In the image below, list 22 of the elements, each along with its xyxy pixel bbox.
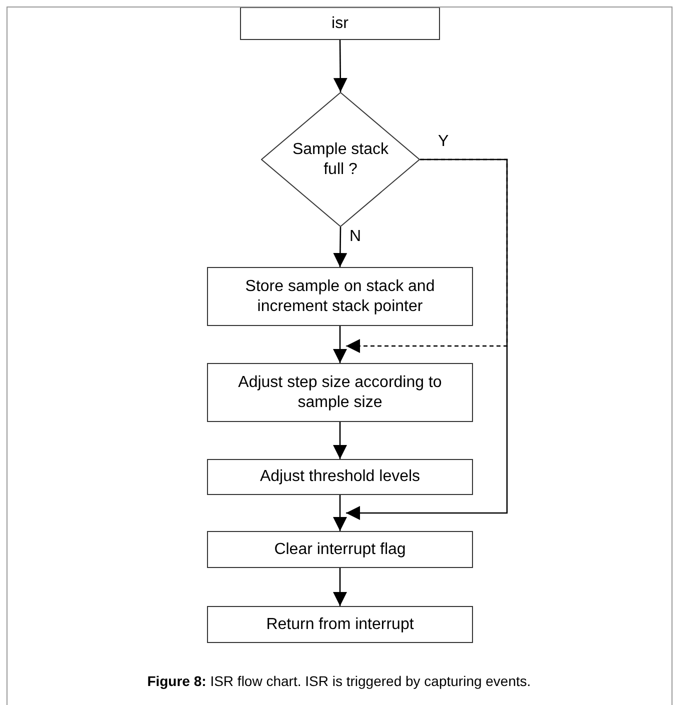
arrow <box>346 158 508 520</box>
process-box <box>207 267 473 326</box>
caption: Figure 8: ISR flow chart. ISR is triggered by capturing events. <box>146 673 532 689</box>
process-box <box>207 363 473 422</box>
arrow <box>333 40 348 92</box>
node-text: Adjust step size according to sample size <box>237 372 443 412</box>
node-text: isr <box>330 14 350 34</box>
process-box <box>240 7 440 40</box>
arrow <box>333 495 347 531</box>
node-text: Return from interrupt <box>265 614 415 634</box>
node-text: Store sample on stack and increment stack pointer <box>244 276 436 316</box>
decision-diamond <box>261 92 420 227</box>
process-box <box>207 531 473 568</box>
arrow <box>333 326 347 363</box>
process-box <box>207 606 473 643</box>
node-text: Clear interrupt flag <box>273 540 407 560</box>
node-text: Sample stack full ? <box>291 140 390 180</box>
arrow <box>333 568 347 606</box>
process-box <box>207 459 473 495</box>
arrow <box>333 422 347 459</box>
node-text: Adjust threshold levels <box>258 467 422 487</box>
arrow <box>333 227 348 267</box>
